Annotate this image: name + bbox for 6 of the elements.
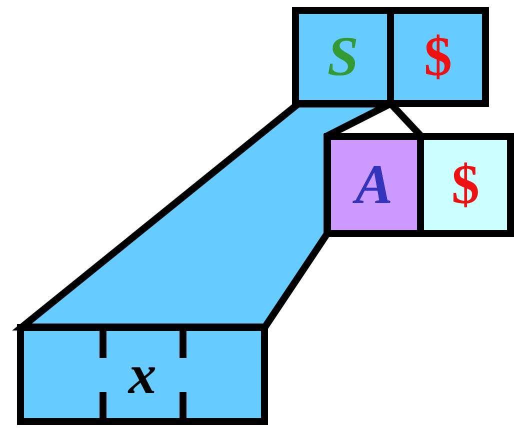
symbol-label: $ <box>452 157 480 213</box>
terminal-box <box>17 324 268 425</box>
symbol-label: $ <box>424 29 452 85</box>
symbol-label: A <box>355 157 393 213</box>
symbol-label: S <box>327 29 359 85</box>
symbol-label: x <box>128 346 156 402</box>
